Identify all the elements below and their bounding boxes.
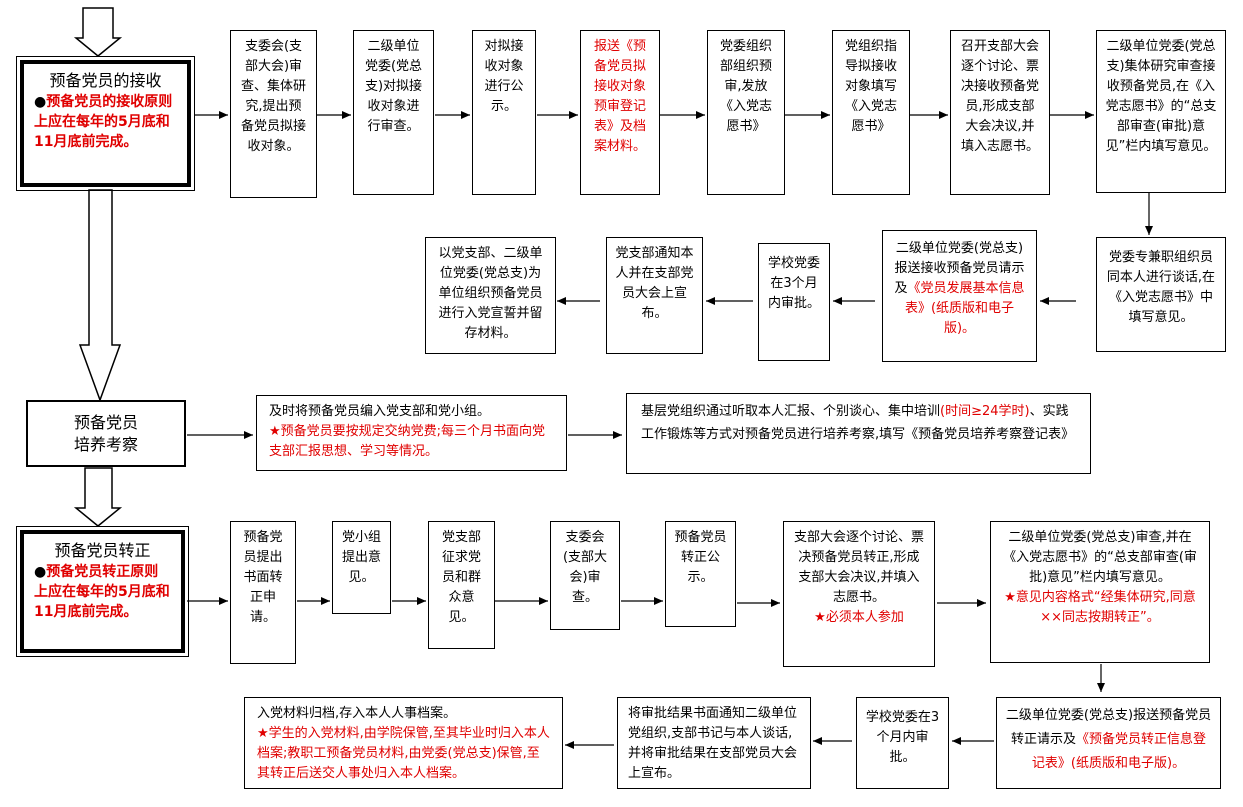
stage-box-admission: 预备党员的接收 ●预备党员的接收原则上应在每年的5月底和11月底前完成。: [16, 56, 195, 191]
step-box: 二级单位党委(党总支)对拟接收对象进行审查。: [353, 30, 434, 195]
step-box: 预备党员提出书面转正申请。: [230, 521, 296, 664]
stage-title: 预备党员: [73, 413, 138, 432]
step-box: 党委专兼职组织员同本人进行谈话,在《入党志愿书》中填写意见。: [1096, 237, 1226, 352]
step-box: 召开支部大会逐个讨论、票决接收预备党员,形成支部大会决议,并填入志愿书。: [950, 30, 1050, 195]
step-box: 二级单位党委(党总支)报送接收预备党员请示及《党员发展基本信息表》(纸质版和电子…: [882, 230, 1037, 362]
step-box: 入党材料归档,存入本人人事档案。 ★学生的入党材料,由学院保管,至其毕业时归入本…: [244, 697, 563, 789]
step-box: 二级单位党委(党总支)集体研究审查接收预备党员,在《入党志愿书》的“总支部审查(…: [1096, 30, 1226, 193]
hollow-down-arrow-2: [73, 467, 123, 527]
step-box: 报送《预备党员拟接收对象预审登记表》及档案材料。: [580, 30, 660, 195]
step-box: 学校党委在3个月内审批。: [758, 243, 830, 361]
hollow-down-arrow-1: [78, 189, 122, 403]
step-box: 以党支部、二级单位党委(党总支)为单位组织预备党员进行入党宣誓并留存材料。: [425, 237, 556, 354]
step-box: 支委会(支部大会)审查。: [550, 521, 620, 630]
step-box: 党支部征求党员和群众意见。: [428, 521, 495, 649]
bullet-icon: ●: [34, 564, 47, 580]
step-box: 党小组提出意见。: [332, 521, 391, 614]
bullet-icon: ●: [34, 94, 47, 110]
hollow-down-arrow-top: [73, 7, 123, 57]
step-box: 二级单位党委(党总支)审查,并在《入党志愿书》的“总支部审查(审批)意见”栏内填…: [990, 521, 1210, 663]
step-box: 支部大会逐个讨论、票决预备党员转正,形成支部大会决议,并填入志愿书。 ★必须本人…: [783, 521, 935, 667]
step-box: 二级单位党委(党总支)报送预备党员转正请示及《预备党员转正信息登记表》(纸质版和…: [996, 697, 1221, 789]
step-box: 支委会(支部大会)审查、集体研究,提出预备党员拟接收对象。: [230, 30, 317, 198]
step-box: 及时将预备党员编入党支部和党小组。 ★预备党员要按规定交纳党费;每三个月书面向党…: [256, 395, 567, 471]
stage-title: 预备党员转正: [54, 541, 151, 560]
step-box: 预备党员转正公示。: [665, 521, 736, 627]
stage-box-conversion: 预备党员转正 ●预备党员转正原则上应在每年的5月底和11月底前完成。: [16, 526, 189, 657]
step-box: 学校党委在3个月内审批。: [856, 697, 949, 789]
step-box: 党组织指导拟接收对象填写《入党志愿书》: [832, 30, 910, 195]
stage-title: 培养考察: [73, 435, 138, 454]
step-box: 对拟接收对象进行公示。: [472, 30, 536, 195]
step-box: 将审批结果书面通知二级单位党组织,支部书记与本人谈话,并将审批结果在支部党员大会…: [617, 697, 811, 789]
stage-note: ●预备党员的接收原则上应在每年的5月底和11月底前完成。: [34, 94, 173, 150]
stage-title: 预备党员的接收: [49, 71, 162, 90]
step-box: 党支部通知本人并在支部党员大会上宣布。: [606, 237, 703, 354]
stage-box-training: 预备党员 培养考察: [26, 400, 186, 467]
step-box: 党委组织部组织预审,发放《入党志愿书》: [707, 30, 785, 195]
stage-note: ●预备党员转正原则上应在每年的5月底和11月底前完成。: [34, 564, 170, 620]
step-box: 基层党组织通过听取本人汇报、个别谈心、集中培训(时间≥24学时)、实践工作锻炼等…: [626, 393, 1091, 474]
